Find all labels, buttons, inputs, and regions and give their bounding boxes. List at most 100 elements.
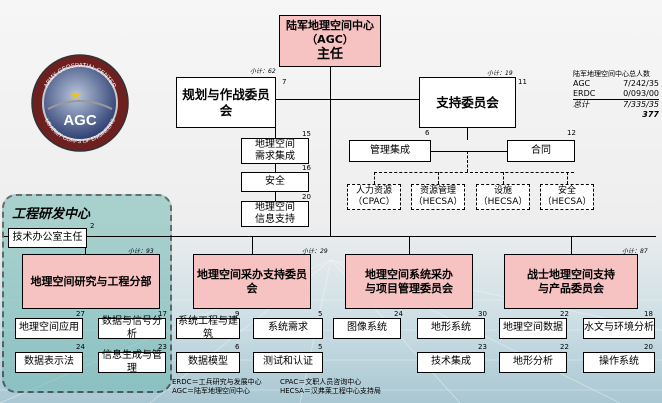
unit-box: 地理空间数据 — [499, 318, 567, 339]
unit-label: 操作系统 — [599, 356, 639, 368]
dashed-connector — [567, 172, 568, 184]
unit-count: 18 — [644, 310, 653, 318]
legend-item: ERDC＝工兵研究与发展中心 — [172, 378, 262, 386]
division-label: 地理空间系统采办 与项目管理委员会 — [365, 267, 453, 295]
legend: ERDC＝工兵研究与发展中心 CPAC＝文职人员咨询中心 AGC＝陆军地理空间中… — [172, 378, 430, 396]
stats-name: ERDC — [573, 89, 596, 98]
unit-count: 23 — [158, 343, 167, 351]
connector — [467, 128, 468, 140]
unit-box: 水文与环境分析 — [583, 318, 655, 339]
resource-management-box: 资源管理 （HECSA） — [411, 184, 465, 210]
unit-label: 数据表示法 — [24, 356, 74, 368]
unit-label: 地理空间应用 — [19, 322, 79, 334]
connector — [431, 151, 507, 152]
unit-label: 数据模型 — [188, 356, 228, 368]
division-warfighter-box: 战士地理空间支持 与产品委员会 — [504, 254, 638, 309]
division-label: 地理空间采办支持委员会 — [197, 267, 307, 295]
legend-item: HECSA＝汉弗莱工程中心支持局 — [280, 387, 381, 395]
unit-box: 数据表示法 — [15, 352, 83, 373]
unit-label: 系统工程与建筑 — [178, 316, 238, 340]
geo-info-support-box: 地理空间 信息支持 — [241, 201, 309, 227]
agc-seal-logo: AGC ARMY GEOSPATIAL CENTER US ARMY CORPS… — [31, 54, 129, 152]
unit-count: 27 — [76, 310, 85, 318]
engineering-title: 工程研发中心 — [12, 207, 91, 222]
geo-requirements-label: 地理空间 需求集成 — [255, 138, 295, 163]
unit-count: 24 — [394, 310, 403, 318]
connector — [252, 236, 253, 254]
contracts-box: 合同 — [507, 140, 575, 162]
tech-office-box: 技术办公室主任 — [8, 228, 87, 248]
division-label: 战士地理空间支持 与产品委员会 — [527, 267, 615, 295]
resource-management-label: 资源管理 （HECSA） — [413, 185, 463, 207]
unit-count: 5 — [318, 343, 323, 351]
stats-value: 0/093/00 — [623, 89, 659, 98]
legend-item: CPAC＝文职人员咨询中心 — [280, 378, 362, 386]
stats-row: ERDC 0/093/00 — [573, 89, 659, 100]
tech-office-label: 技术办公室主任 — [12, 231, 83, 243]
support-count: 11 — [518, 78, 527, 86]
unit-label: 信息生成与管理 — [102, 350, 162, 374]
stats-row: AGC 7/242/35 — [573, 79, 659, 89]
dashed-connector — [438, 172, 439, 184]
connector — [571, 236, 572, 254]
stats-name: 总计 — [573, 100, 589, 109]
unit-count: 5 — [318, 310, 323, 318]
unit-box: 数据与信号分析 — [98, 316, 166, 340]
unit-box: 测试和认证 — [253, 352, 323, 373]
stats-row: 总计 7/335/35 — [573, 100, 659, 110]
stats-value: 7/242/35 — [623, 79, 659, 88]
unit-box: 地形系统 — [417, 318, 485, 339]
unit-box: 系统需求 — [253, 318, 323, 339]
geo-requirements-box: 地理空间 需求集成 — [241, 138, 309, 164]
security-label: 安全 — [265, 175, 285, 187]
planning-committee-box: 规划与作战委员会 — [176, 77, 276, 128]
security-box: 安全 — [241, 172, 309, 192]
division-subtotal: 小计：87 — [622, 248, 648, 255]
geo-info-support-label: 地理空间 信息支持 — [255, 201, 295, 226]
planning-child-count: 15 — [302, 130, 311, 138]
unit-count: 22 — [560, 343, 569, 351]
support-child-count: 12 — [567, 129, 576, 137]
engineering-subtotal: 小计：93 — [128, 248, 154, 255]
headcount-stats: 陆军地理空间中心总人数 AGC 7/242/35 ERDC 0/093/00 总… — [573, 69, 659, 120]
unit-count: 30 — [478, 310, 487, 318]
division-systems-box: 地理空间系统采办 与项目管理委员会 — [345, 254, 473, 309]
seal-center-text: AGC — [63, 112, 97, 129]
unit-label: 图像系统 — [347, 322, 387, 334]
planning-child-count: 20 — [302, 193, 311, 201]
dashed-connector — [374, 172, 375, 184]
dashed-connector — [503, 172, 504, 184]
unit-count: 22 — [560, 310, 569, 318]
unit-box: 技术集成 — [417, 352, 485, 373]
stats-value: 7/335/35 — [623, 100, 659, 109]
connector — [275, 99, 419, 100]
unit-box: 图像系统 — [333, 318, 401, 339]
dashed-connector — [467, 151, 468, 172]
director-box: 陆军地理空间中心 （AGC） 主任 — [279, 15, 381, 67]
unit-label: 测试和认证 — [263, 356, 313, 368]
support-subtotal: 小计：19 — [487, 70, 513, 77]
unit-count: 17 — [158, 310, 167, 318]
unit-count: 20 — [644, 343, 653, 351]
division-acquisition-box: 地理空间采办支持委员会 — [193, 254, 311, 309]
division-label: 地理空间研究与工程分部 — [30, 274, 152, 288]
unit-count: 9 — [235, 310, 240, 318]
office-count: 2 — [90, 222, 95, 230]
planning-count: 7 — [282, 78, 287, 86]
support-security-label: 安全 （HECSA） — [542, 185, 592, 207]
planning-subtotal: 小计：62 — [250, 68, 276, 75]
unit-label: 数据与信号分析 — [102, 316, 162, 340]
division-subtotal: 小计：29 — [302, 248, 328, 255]
stats-title: 陆军地理空间中心总人数 — [573, 70, 650, 78]
unit-count: 6 — [235, 343, 240, 351]
director-abbr: （AGC） — [306, 32, 354, 46]
facilities-label: 设施 （HECSA） — [478, 185, 528, 207]
unit-box: 数据模型 — [176, 352, 240, 373]
director-title: 陆军地理空间中心 — [286, 19, 374, 33]
unit-box: 地理空间应用 — [15, 318, 83, 339]
unit-box: 信息生成与管理 — [98, 350, 166, 374]
director-role: 主任 — [316, 46, 343, 62]
unit-box: 系统工程与建筑 — [176, 316, 240, 340]
planning-child-count: 16 — [302, 164, 311, 172]
connector — [409, 236, 410, 254]
